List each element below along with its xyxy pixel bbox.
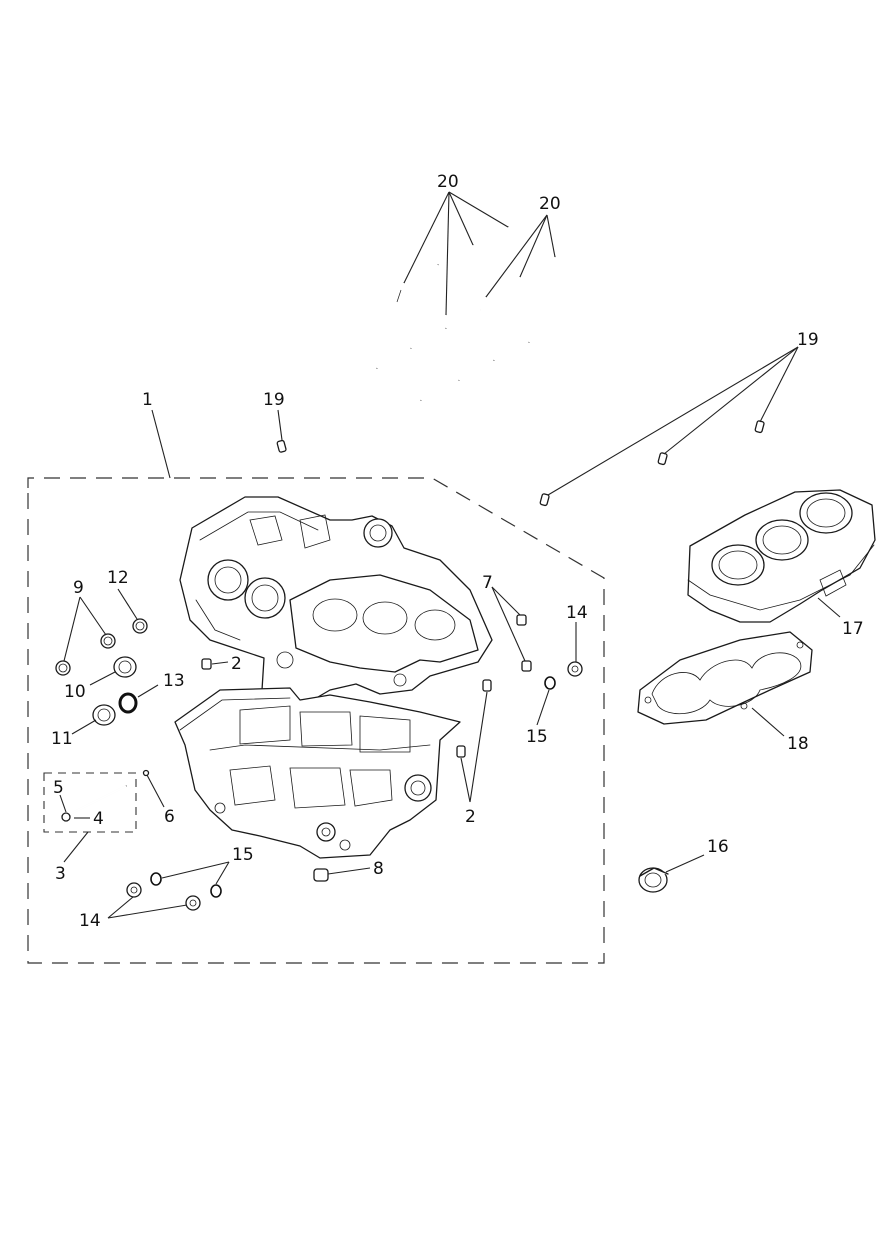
callout-12: 12 bbox=[107, 568, 129, 588]
callout-16: 16 bbox=[707, 837, 729, 857]
callout-6: 6 bbox=[164, 807, 175, 827]
plug-14a bbox=[567, 661, 583, 677]
lower-crankcase bbox=[174, 687, 461, 859]
callout-5: 5 bbox=[53, 778, 64, 798]
callout-2-left: 2 bbox=[231, 654, 242, 674]
dowel-pins bbox=[276, 420, 765, 507]
callout-labels: 1 19 20 20 19 9 12 10 13 11 2 7 14 15 2 … bbox=[51, 172, 864, 931]
callout-3: 3 bbox=[55, 864, 66, 884]
callout-20-right: 20 bbox=[539, 194, 561, 214]
plug-2a bbox=[201, 658, 212, 670]
callout-14-right: 14 bbox=[566, 603, 588, 623]
callout-11: 11 bbox=[51, 729, 73, 749]
oring-15a bbox=[544, 676, 556, 690]
stud-4 bbox=[479, 226, 510, 311]
callout-14-lower: 14 bbox=[79, 911, 101, 931]
cylinder-gasket bbox=[637, 631, 813, 725]
plugs-14b bbox=[126, 882, 201, 911]
callout-13: 13 bbox=[163, 671, 185, 691]
callout-20-left: 20 bbox=[437, 172, 459, 192]
shaft-assembly bbox=[61, 769, 150, 822]
callout-8: 8 bbox=[373, 859, 384, 879]
stud-7 bbox=[492, 276, 522, 361]
stud-6 bbox=[457, 296, 488, 381]
leader-lines bbox=[59, 191, 841, 919]
dowels-2b bbox=[456, 679, 492, 758]
callout-4: 4 bbox=[93, 809, 104, 829]
callout-15-lower: 15 bbox=[232, 845, 254, 865]
stud-1 bbox=[375, 282, 406, 369]
upper-crankcase bbox=[179, 496, 493, 705]
callout-18: 18 bbox=[787, 734, 809, 754]
cylinder-block bbox=[687, 489, 876, 623]
crankcase-assembly-outline bbox=[27, 477, 605, 964]
bearing-16 bbox=[638, 867, 669, 893]
seal-10 bbox=[113, 656, 137, 678]
plug-7a bbox=[516, 614, 527, 626]
callout-19-upper: 19 bbox=[263, 390, 285, 410]
cylinder-studs bbox=[375, 226, 557, 401]
stud-5 bbox=[419, 314, 448, 401]
stud-2 bbox=[409, 264, 440, 349]
callout-2-right: 2 bbox=[465, 807, 476, 827]
callout-1: 1 bbox=[142, 390, 153, 410]
oring-13 bbox=[118, 692, 138, 714]
stud-8 bbox=[527, 256, 557, 343]
seal-9b bbox=[100, 633, 116, 649]
seal-9a bbox=[55, 660, 71, 676]
stud-3 bbox=[444, 244, 475, 329]
callout-19-right: 19 bbox=[797, 330, 819, 350]
callout-17: 17 bbox=[842, 619, 864, 639]
orings-15b bbox=[150, 872, 222, 898]
plug-8 bbox=[313, 868, 329, 882]
seal-11 bbox=[92, 704, 116, 726]
callout-10: 10 bbox=[64, 682, 86, 702]
plug-7b bbox=[521, 660, 532, 672]
callout-7: 7 bbox=[482, 573, 493, 593]
callout-9: 9 bbox=[73, 578, 84, 598]
callout-15-right: 15 bbox=[526, 727, 548, 747]
shaft-subassembly-outline bbox=[43, 772, 137, 833]
seal-12 bbox=[132, 618, 148, 634]
